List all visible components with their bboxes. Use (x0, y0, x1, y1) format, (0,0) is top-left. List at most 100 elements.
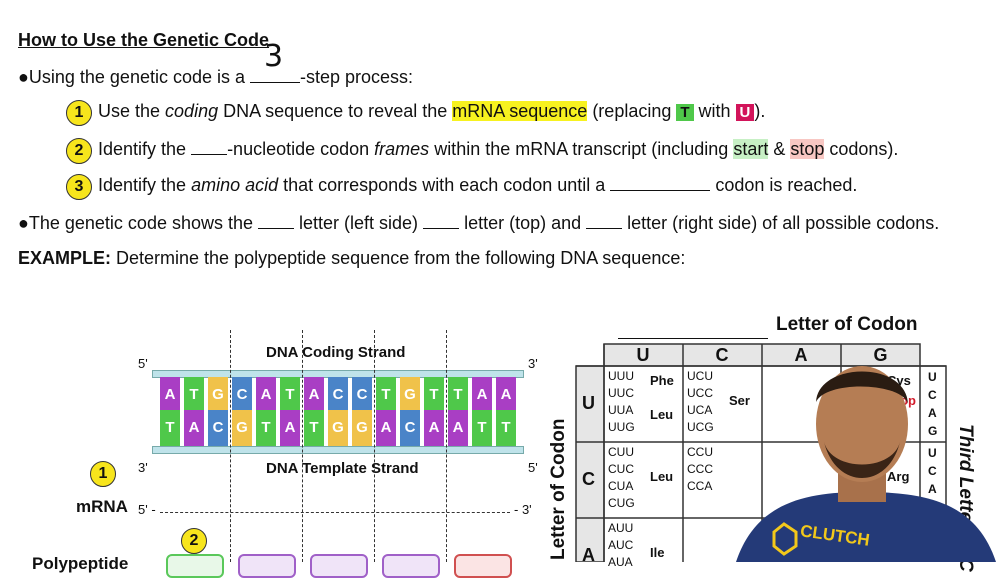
template-nucleotide: A (280, 410, 300, 446)
presenter-hair (816, 371, 908, 404)
intro-suffix: -step process: (300, 67, 414, 87)
amino-acid-label: Leu (650, 469, 674, 484)
coding-nucleotide: A (304, 377, 324, 413)
template-nucleotide: T (304, 410, 324, 446)
amino-acid-label: Phe (650, 373, 674, 388)
presenter-shirt (736, 492, 996, 562)
template-three-prime: 3' (138, 460, 148, 475)
codon: UCC (687, 386, 713, 400)
clutch-logo-icon (772, 522, 798, 556)
step-1-text-d: with (693, 101, 736, 121)
presenter-face (816, 366, 908, 482)
step-2: 2 Identify the -nucleotide codon frames w… (66, 138, 898, 164)
presenter-beard (824, 442, 900, 478)
step-1-text-e: ). (754, 101, 766, 121)
codon-table-third-letter: G (928, 424, 938, 438)
bullet-2-a: ●The genetic code shows the (18, 213, 259, 233)
template-backbone (152, 446, 524, 454)
coding-three-prime: 3' (528, 356, 538, 371)
codon: UUA (608, 403, 634, 417)
amino-acid-box-1 (166, 554, 224, 578)
poly-step-badge: 2 (181, 528, 207, 554)
example-line: EXAMPLE: Determine the polypeptide seque… (18, 248, 685, 269)
template-nucleotide: G (232, 410, 252, 446)
codon: AUC (608, 538, 634, 552)
coding-nucleotide: T (448, 377, 468, 413)
codon-side-label: Letter of Codon (548, 418, 569, 560)
coding-nucleotide: T (424, 377, 444, 413)
intro-number: 3 (264, 39, 284, 74)
step-2-text-b: -nucleotide codon (227, 139, 375, 159)
page-title: How to Use the Genetic Code (18, 30, 270, 50)
step-2-badge: 2 (66, 138, 92, 164)
coding-five-prime: 5' (138, 356, 148, 371)
codon: CUA (608, 479, 634, 493)
step-1-text-c: (replacing (587, 101, 677, 121)
step-3-text-a: Identify the (98, 175, 192, 195)
step-2-em: frames (374, 139, 430, 159)
stop-highlight: stop (790, 139, 825, 159)
codon-table-top-letter: A (794, 345, 808, 365)
codon-table-top-letter: U (636, 345, 650, 365)
template-nucleotide: A (448, 410, 468, 446)
step-3-text-c: codon is reached. (710, 175, 858, 195)
frame-divider-4 (446, 330, 447, 562)
codon: CCA (687, 479, 713, 493)
template-nucleotide: A (184, 410, 204, 446)
template-nucleotide: C (400, 410, 420, 446)
step-2-text-d: codons). (824, 139, 899, 159)
uracil-tag: U (735, 104, 755, 121)
amino-acid-box-4 (382, 554, 440, 578)
mrna-step-badge: 1 (90, 461, 116, 487)
step-3-em: amino acid (191, 175, 279, 195)
mrna-five-prime: 5' - (138, 502, 156, 517)
bullet-2-blank-2 (423, 212, 460, 229)
coding-strand-label: DNA Coding Strand (266, 344, 406, 361)
amino-acid-label: Arg (887, 469, 910, 484)
codon: CCC (687, 462, 713, 476)
template-nucleotide: T (472, 410, 492, 446)
step-2-text-a: Identify the (98, 139, 192, 159)
coding-nucleotide: G (208, 377, 228, 413)
codon: UUG (608, 420, 635, 434)
thymine-tag: T (676, 104, 694, 121)
codon-table-left-letter: U (582, 393, 595, 413)
amino-acid-label: Leu (650, 407, 674, 422)
codon-table-third-letter: U (928, 370, 937, 384)
step-2-text-c: within the mRNA transcript (including (429, 139, 734, 159)
template-five-prime: 5' (528, 460, 538, 475)
step-1-text-a: Use the (98, 101, 166, 121)
codon: UCU (687, 369, 713, 383)
intro-number-blank: 3 (250, 42, 301, 83)
bullet-2-blank-3 (586, 212, 623, 229)
codon-header-label: Letter of Codon (776, 314, 918, 335)
codon-table-left-letter: A (582, 545, 595, 565)
coding-nucleotide: T (280, 377, 300, 413)
mrna-three-prime: - 3' (514, 502, 532, 517)
coding-nucleotide: T (184, 377, 204, 413)
amino-acid-label: Ile (650, 545, 665, 560)
codon: AUU (608, 521, 634, 535)
coding-nucleotide: A (472, 377, 492, 413)
amino-acid-box-5 (454, 554, 512, 578)
codon: CUG (608, 496, 635, 510)
template-nucleotide: A (376, 410, 396, 446)
coding-nucleotide: C (352, 377, 372, 413)
amino-acid-box-2 (238, 554, 296, 578)
coding-nucleotide: A (256, 377, 276, 413)
codon-table-left-header (575, 365, 605, 562)
intro-prefix: ●Using the genetic code is a (18, 67, 251, 87)
template-nucleotide: G (328, 410, 348, 446)
codon-table-third-letter: A (928, 482, 937, 496)
step-1-em: coding (165, 101, 219, 121)
coding-nucleotide: A (160, 377, 180, 413)
codon: AUA (608, 555, 633, 569)
frame-divider-1 (230, 330, 231, 562)
amino-acid-label: Ser (729, 393, 750, 408)
codon: CUC (608, 462, 634, 476)
step-1-badge: 1 (66, 100, 92, 126)
template-nucleotide: T (496, 410, 516, 446)
example-label: EXAMPLE: (18, 248, 112, 268)
coding-nucleotide: C (328, 377, 348, 413)
